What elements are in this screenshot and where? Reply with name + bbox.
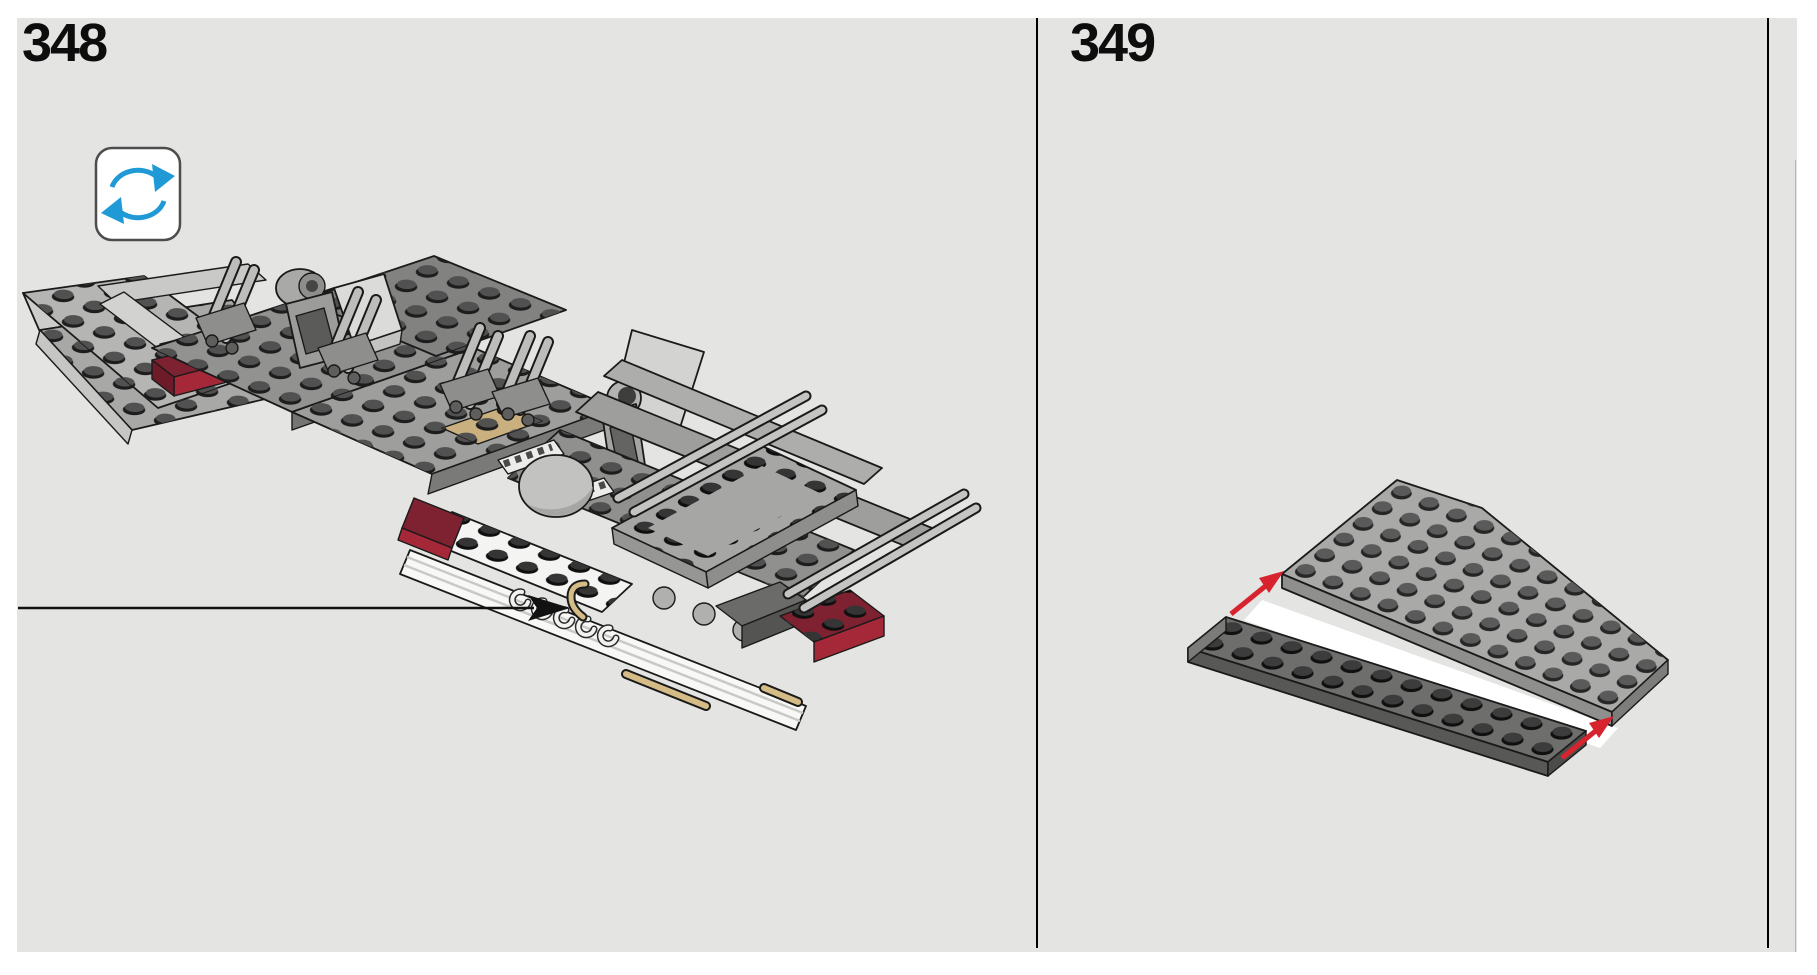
page-panel-background [17, 18, 1797, 952]
radar-dome [518, 454, 594, 518]
twin-gun-turret-4 [491, 330, 554, 427]
tan-detail-pieces [566, 579, 803, 711]
step-number-348: 348 [22, 13, 108, 73]
large-flat-plate [611, 445, 859, 589]
page-edge-shadow [1795, 160, 1796, 952]
placement-arrow-left [1229, 571, 1284, 616]
antenna-bars [612, 390, 982, 614]
step-divider-line-right [1767, 18, 1769, 948]
twin-gun-turret-2 [317, 286, 382, 385]
step-divider-line [1036, 18, 1038, 948]
twin-gun-turret-3 [439, 322, 504, 421]
step-349-parts [1187, 479, 1669, 777]
rotate-arrow-head-bottom [101, 197, 124, 224]
gun-housing [275, 268, 403, 369]
flat-plate-2x12 [1187, 616, 1587, 777]
step-number-349: 349 [1070, 13, 1156, 73]
twin-gun-turret-1 [195, 256, 260, 355]
callout-arrow [18, 595, 570, 621]
ship-model-illustration [22, 255, 982, 731]
wedge-plate [1281, 479, 1669, 727]
placement-arrow-right [1560, 716, 1614, 760]
rotate-model-icon [94, 146, 182, 242]
rotate-arrow-head-top [152, 164, 175, 192]
